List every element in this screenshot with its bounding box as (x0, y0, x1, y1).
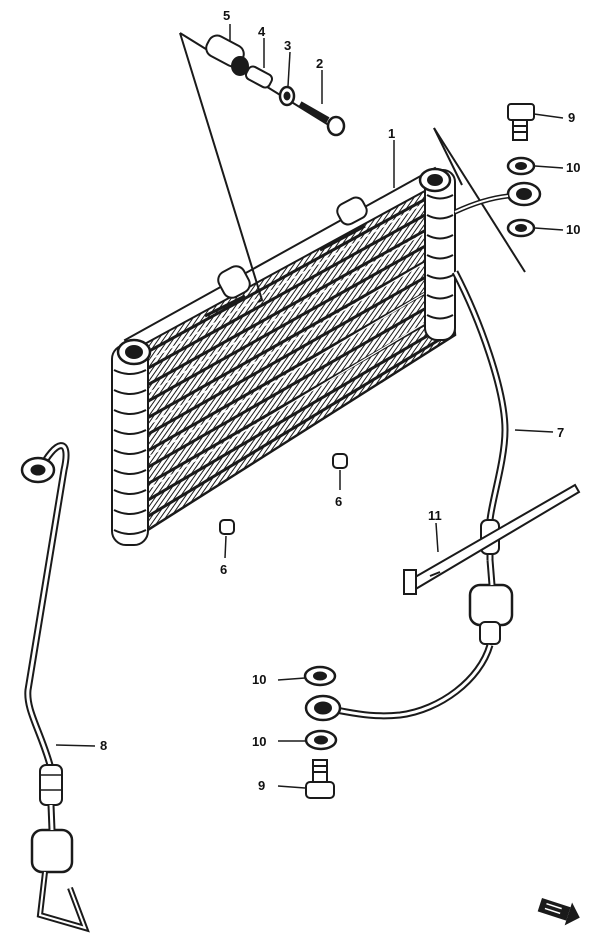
leader-lines (55, 24, 564, 789)
callout-3: 3 (284, 38, 291, 53)
callout-6-right: 6 (335, 494, 342, 509)
lower-banjo-fitting (303, 665, 342, 799)
callout-4: 4 (258, 24, 266, 39)
callout-9-lower: 9 (258, 778, 265, 793)
callout-5: 5 (223, 8, 230, 23)
callout-11: 11 (428, 508, 442, 523)
upper-banjo-fitting (433, 103, 542, 273)
callout-1: 1 (388, 126, 395, 141)
callout-7: 7 (557, 425, 564, 440)
pipe-clamp-11 (403, 483, 581, 595)
callout-9-upper: 9 (568, 110, 575, 125)
callout-labels: 5 4 3 2 1 9 10 10 7 6 6 11 8 10 10 9 (100, 8, 580, 793)
callout-10-lower-a: 10 (252, 672, 266, 687)
oil-pipe-8 (20, 442, 90, 933)
callout-10-upper-a: 10 (566, 160, 580, 175)
callout-8: 8 (100, 738, 107, 753)
oil-cooler (111, 166, 457, 546)
callout-10-lower-b: 10 (252, 734, 266, 749)
mount-bolt-assembly (179, 32, 346, 303)
callout-2: 2 (316, 56, 323, 71)
cap-nuts (219, 453, 348, 535)
callout-10-upper-b: 10 (566, 222, 580, 237)
forward-arrow-icon (537, 898, 580, 926)
callout-6-left: 6 (220, 562, 227, 577)
